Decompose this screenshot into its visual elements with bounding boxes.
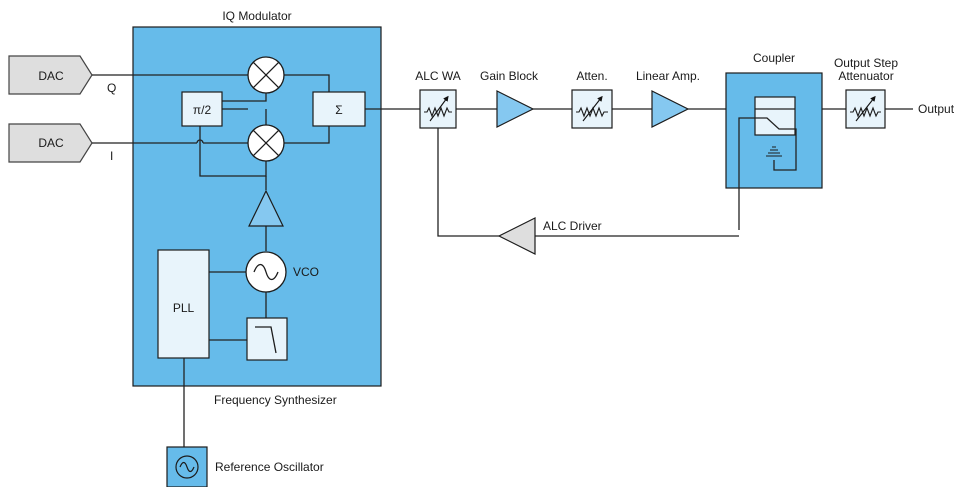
ground-icon: [766, 146, 782, 157]
gain-block-label: Gain Block: [480, 69, 539, 83]
phase-shifter-block: [181, 91, 223, 127]
frequency-synthesizer-label: Frequency Synthesizer: [214, 393, 337, 407]
gain-block-amplifier-icon: [496, 90, 535, 128]
lo-i-line: [222, 108, 267, 125]
output-step-attenuator-variable-attenuator-icon: [845, 89, 886, 129]
alc-wa-label: ALC WA: [415, 69, 461, 83]
pll-block: [157, 249, 210, 359]
mixer-q-to-sum-line: [284, 74, 330, 92]
summer-block: [312, 91, 366, 127]
dac-q-block: [8, 55, 93, 95]
dac-i-label: DAC: [38, 136, 64, 150]
i-label: I: [110, 149, 113, 163]
linear-amp-amplifier-icon: [651, 90, 690, 128]
lo-buffer-amplifier-icon: [248, 189, 284, 227]
coupler-label: Coupler: [753, 51, 795, 65]
alc-driver-amplifier-icon: [497, 217, 536, 255]
coupler-sample-line: [738, 117, 758, 230]
phase-shifter-label: π/2: [193, 103, 212, 117]
summer-label: Σ: [335, 103, 342, 117]
output-label: Output: [918, 102, 955, 116]
pll-label: PLL: [173, 301, 195, 315]
output-step-label-line2: Attenuator: [838, 69, 893, 83]
reference-oscillator-sine-wave-icon: [166, 446, 208, 487]
dac-q-label: DAC: [38, 69, 64, 83]
reference-oscillator-label: Reference Oscillator: [215, 460, 324, 474]
dac-i-block: [8, 123, 93, 163]
alc-feedback-line-b: [437, 128, 499, 237]
linear-amp-label: Linear Amp.: [636, 69, 700, 83]
atten-label: Atten.: [576, 69, 607, 83]
mixer-q-icon: [247, 56, 285, 94]
mixer-i-to-sum-line: [284, 126, 330, 144]
output-step-label-line1: Output Step: [834, 56, 898, 70]
loop-filter-lowpass-filter-icon: [246, 317, 288, 361]
lo-split-line: [199, 124, 267, 177]
q-label: Q: [107, 81, 116, 95]
vco-label: VCO: [293, 265, 319, 279]
coupler-termination-line: [758, 117, 797, 171]
iq-modulator-label: IQ Modulator: [222, 9, 291, 23]
lo-q-line: [202, 93, 267, 102]
vco-sine-wave-icon: [245, 251, 287, 293]
alc-wa-variable-attenuator-icon: [419, 89, 457, 129]
atten-variable-attenuator-icon: [571, 89, 613, 129]
alc-driver-label: ALC Driver: [543, 219, 602, 233]
mixer-i-icon: [247, 124, 285, 162]
